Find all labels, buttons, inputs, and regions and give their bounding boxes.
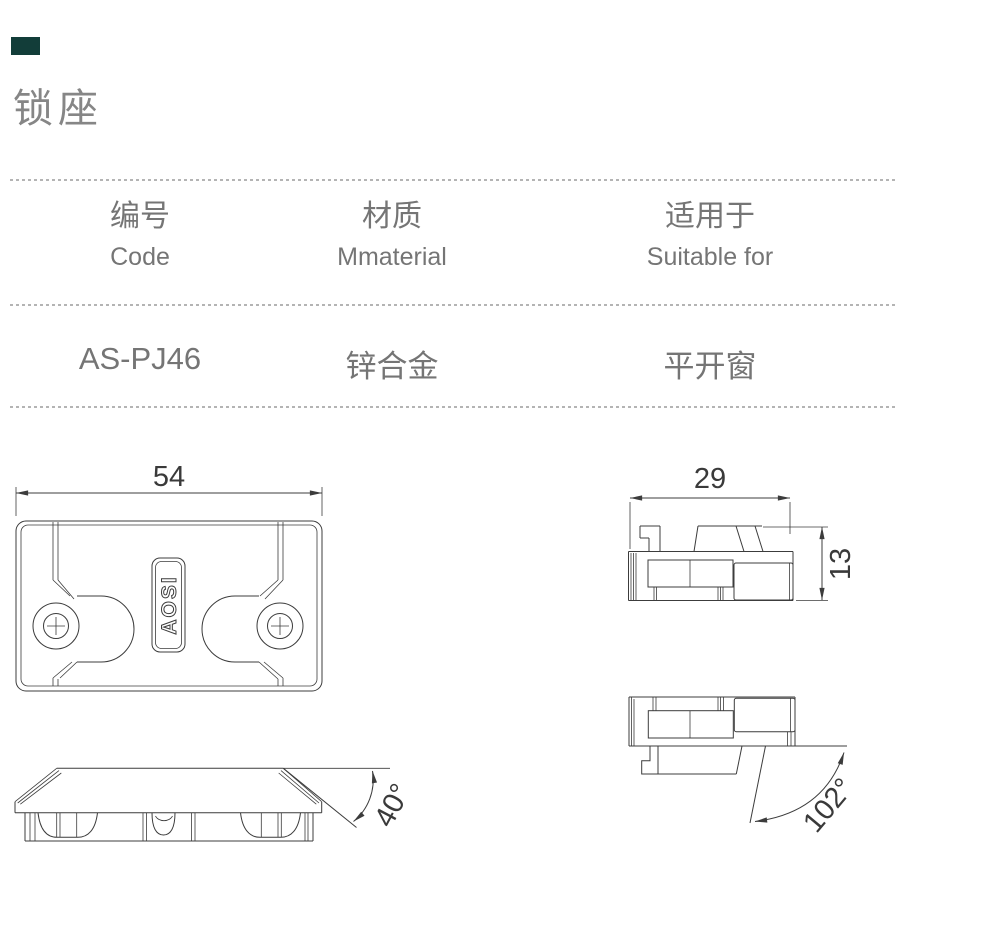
screw-hole-right [256, 602, 304, 650]
right-recess [240, 812, 301, 838]
header-suitable-zh: 适用于 [665, 200, 755, 233]
dim-29: 29 [629, 463, 791, 549]
cell-material-value: 锌合金 [345, 349, 439, 384]
dim-102: 102° [749, 745, 860, 839]
dim-54: 54 [15, 461, 323, 516]
swing-line-102 [749, 745, 766, 824]
dim-102-label: 102° [797, 772, 860, 839]
open-angle-drawing: 102° [628, 696, 860, 839]
flipped-profile [628, 696, 847, 775]
plate-outline [15, 520, 323, 692]
front-view-drawing: 40° [14, 767, 417, 842]
brand-badge: AOSI [151, 557, 186, 653]
cell-code-value: AS-PJ46 [78, 341, 202, 376]
top-view-drawing: 54 AOSI [15, 461, 323, 692]
center-boss [151, 812, 176, 836]
right-cutout [201, 595, 259, 663]
left-cutout [77, 595, 135, 663]
divider-bottom [10, 406, 898, 408]
divider-top [10, 179, 898, 181]
header-material-en: Mmaterial [337, 243, 447, 271]
dim-40-label: 40° [368, 779, 417, 833]
dim-40-arc [353, 770, 378, 822]
left-recess [37, 812, 98, 838]
header-cell-material: 材质 Mmaterial [242, 200, 542, 272]
dim-13: 13 [763, 526, 857, 601]
header-cell-suitable: 适用于 Suitable for [560, 200, 860, 272]
dim-40: 40° [282, 767, 417, 833]
dim-29-label: 29 [694, 463, 726, 495]
brand-badge-text: AOSI [158, 575, 181, 634]
header-suitable-en: Suitable for [646, 243, 774, 271]
side-view-drawing: 29 13 [628, 463, 857, 601]
header-material-zh: 材质 [362, 200, 422, 233]
dim-13-label: 13 [825, 548, 857, 580]
swing-line-40 [282, 767, 357, 828]
screw-hole-left [32, 602, 80, 650]
dim-102-arc [754, 752, 845, 823]
cell-suitable-value: 平开窗 [663, 349, 757, 384]
header-code-en: Code [110, 243, 170, 271]
header-code-zh: 编号 [110, 200, 170, 233]
brand-color-block [11, 37, 40, 55]
side-profile [628, 525, 794, 601]
divider-middle [10, 304, 898, 306]
page-title: 锁座 [13, 87, 103, 131]
dim-54-label: 54 [153, 461, 185, 493]
header-cell-code: 编号 Code [0, 200, 290, 272]
front-profile [14, 767, 323, 842]
